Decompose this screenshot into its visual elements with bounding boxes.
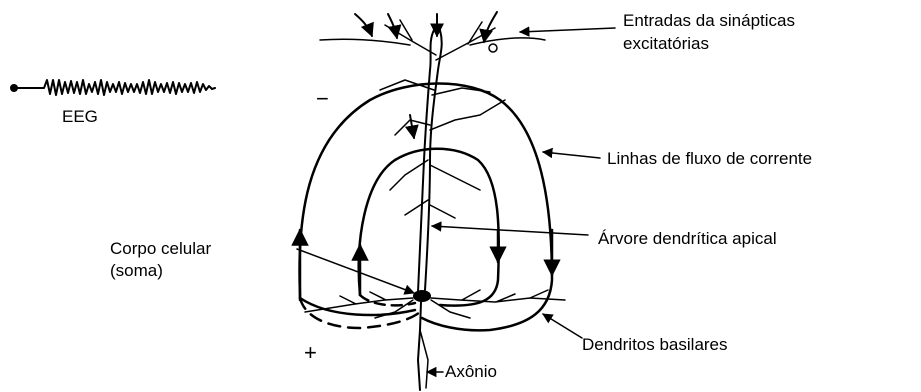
synaptic-inputs-label-line2: excitatórias <box>623 34 709 53</box>
neuron <box>305 20 565 390</box>
current-flow-lines-label: Linhas de fluxo de corrente <box>607 149 812 168</box>
plus-sign: + <box>304 340 317 365</box>
minus-sign: − <box>316 86 329 111</box>
leader-lines <box>297 28 615 372</box>
eeg-trace <box>10 80 215 95</box>
synaptic-inputs-label: Entradas da sinápticas <box>623 11 795 30</box>
basal-dendrites-label: Dendritos basilares <box>582 335 728 354</box>
axon-label: Axônio <box>445 362 497 381</box>
cell-body-label: Corpo celular <box>110 239 211 258</box>
cell-body-label-line2: (soma) <box>110 261 163 280</box>
eeg-label: EEG <box>62 107 98 126</box>
apical-dendritic-tree-label: Árvore dendrítica apical <box>598 229 777 248</box>
